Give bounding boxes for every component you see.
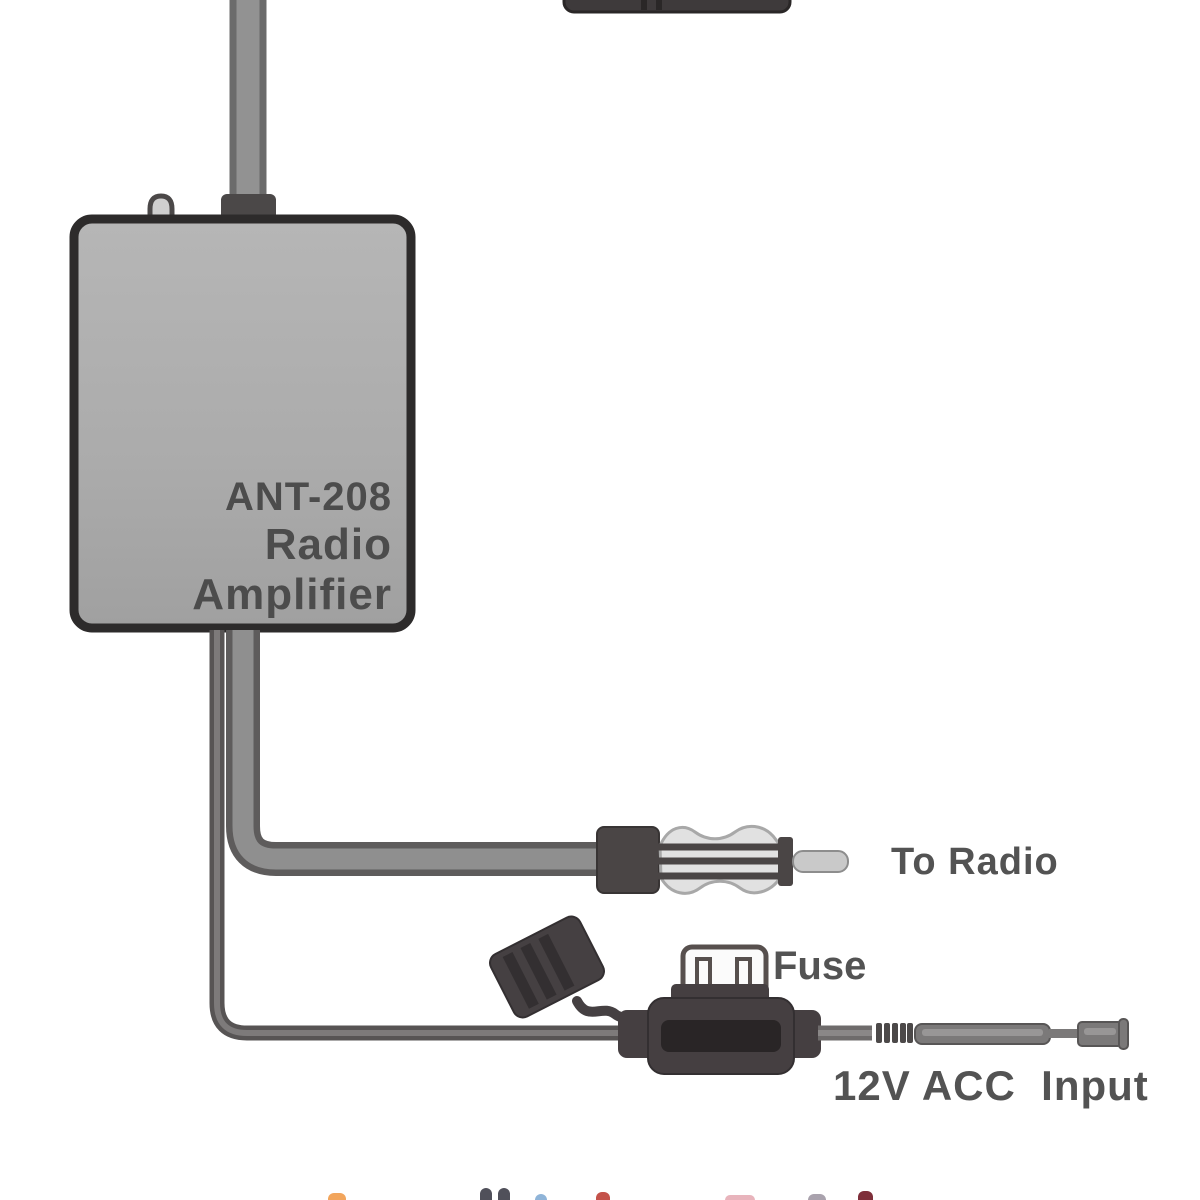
- amplifier-model-text: ANT-208: [224, 475, 392, 519]
- amplifier-name-text: Radio Amplifier: [192, 520, 392, 619]
- indicator-tab-icon: [147, 193, 175, 222]
- antenna-input-cable: [221, 0, 276, 221]
- antenna-plug-icon: [596, 824, 849, 895]
- text-fragment: [535, 1194, 547, 1200]
- power-input-label: 12V ACC Input: [833, 1062, 1149, 1109]
- text-fragment: [498, 1188, 510, 1200]
- power-lead-icon: [818, 1018, 1129, 1050]
- text-fragment: [858, 1191, 873, 1200]
- fuse-holder-icon: [489, 915, 821, 1075]
- amplifier-box: [69, 214, 416, 633]
- antenna-mast-stub-icon: [562, 0, 792, 14]
- text-fragment: [328, 1193, 346, 1200]
- amplifier-label: ANT-208 Radio Amplifier: [80, 474, 392, 620]
- cable-to-radio: [226, 630, 602, 876]
- text-fragment: [725, 1195, 755, 1200]
- text-fragment: [480, 1188, 492, 1200]
- text-fragment: [808, 1194, 826, 1200]
- text-fragment: [596, 1192, 610, 1200]
- to-radio-label: To Radio: [891, 841, 1059, 883]
- fuse-label: Fuse: [773, 944, 867, 988]
- cable-to-power: [209, 630, 640, 1041]
